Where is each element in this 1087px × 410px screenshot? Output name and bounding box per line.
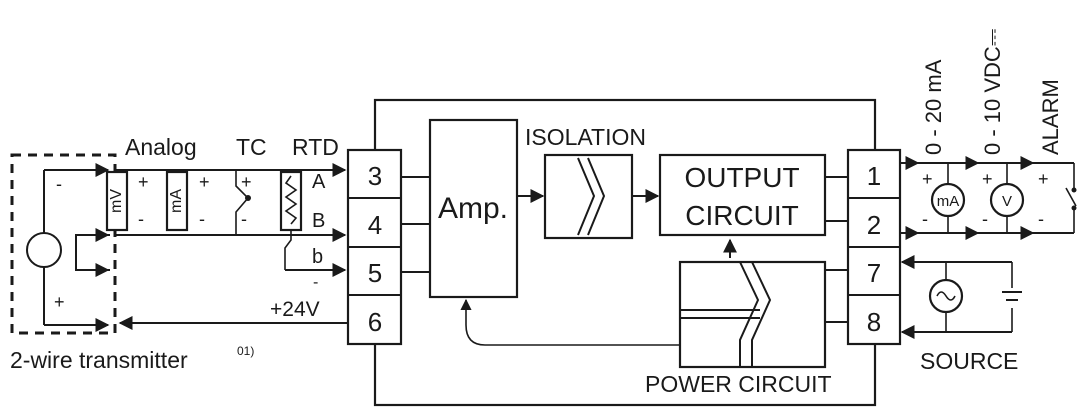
terminal-to-amp-wires <box>401 176 430 273</box>
output-label-line1: OUTPUT <box>684 162 799 193</box>
source-label: SOURCE <box>920 348 1018 374</box>
rtd-minus: - <box>313 274 318 291</box>
rtd-a-label: A <box>312 171 326 193</box>
terminal-2: 2 <box>867 210 881 240</box>
mv-label: mV <box>108 189 125 213</box>
terminal-1: 1 <box>867 161 881 191</box>
amp-block <box>428 118 519 299</box>
input-wiring <box>116 163 355 330</box>
input-terminal-block <box>346 148 403 346</box>
thermocouple-input <box>235 170 251 235</box>
terminal-8: 8 <box>867 307 881 337</box>
alarm-plus: + <box>1038 169 1049 189</box>
rtd-b-lower-label: b <box>312 246 323 268</box>
terminal-3: 3 <box>368 161 382 191</box>
mv-plus: + <box>138 172 149 192</box>
voltmeter <box>989 182 1025 218</box>
alarm-minus: - <box>1038 209 1044 229</box>
transmitter-minus: - <box>56 174 62 194</box>
terminal-6: 6 <box>368 307 382 337</box>
ma-meter <box>930 182 966 218</box>
rtd-label: RTD <box>292 134 339 160</box>
ma-plus: + <box>199 172 210 192</box>
ma-label: mA <box>168 189 185 213</box>
output-to-terminal-wires <box>825 176 848 222</box>
output-terminal-block <box>846 148 902 346</box>
power-to-terminal-wires <box>825 269 848 323</box>
power-to-amp-arrow <box>460 298 680 346</box>
transmitter-label: 2-wire transmitter <box>10 347 188 373</box>
terminal-7: 7 <box>867 258 881 288</box>
rtd-input <box>279 170 303 232</box>
alarm-label: ALARM <box>1038 79 1063 155</box>
ma-minus: - <box>199 209 205 229</box>
tc-plus: + <box>241 172 252 192</box>
amp-label: Amp. <box>438 192 508 225</box>
ma-range-label: 0 - 20 mA <box>921 59 946 155</box>
ma-meter-label: mA <box>937 193 960 210</box>
output-circuit-block <box>658 153 827 237</box>
supply-label: +24V <box>270 298 320 321</box>
output-label-line2: CIRCUIT <box>685 200 799 231</box>
source-wiring <box>900 255 1022 339</box>
output-wiring <box>900 156 1077 240</box>
mv-minus: - <box>138 209 144 229</box>
voltmeter-label: V <box>1002 193 1012 210</box>
power-circuit-block <box>678 260 827 369</box>
rtd-b-upper-label: B <box>312 210 325 232</box>
tc-minus: - <box>241 209 247 229</box>
transmitter-plus: + <box>54 292 65 312</box>
terminal-5: 5 <box>368 258 382 288</box>
ma-minus: - <box>922 209 928 229</box>
v-minus: - <box>982 209 988 229</box>
isolation-block <box>543 153 634 240</box>
vdc-range-label: 0 - 10 VDC⎓ <box>980 29 1005 155</box>
v-plus: + <box>982 169 993 189</box>
ma-plus: + <box>922 169 933 189</box>
two-wire-transmitter <box>10 153 117 335</box>
transmitter-footnote: 01) <box>237 344 254 358</box>
isolation-label: ISOLATION <box>525 124 646 150</box>
tc-label: TC <box>236 134 267 160</box>
power-circuit-label: POWER CIRCUIT <box>645 371 832 397</box>
ma-input: mA <box>165 170 189 232</box>
analog-label: Analog <box>125 134 197 160</box>
mv-input: mV <box>105 170 129 232</box>
terminal-4: 4 <box>368 210 382 240</box>
ac-source-icon <box>928 278 964 314</box>
